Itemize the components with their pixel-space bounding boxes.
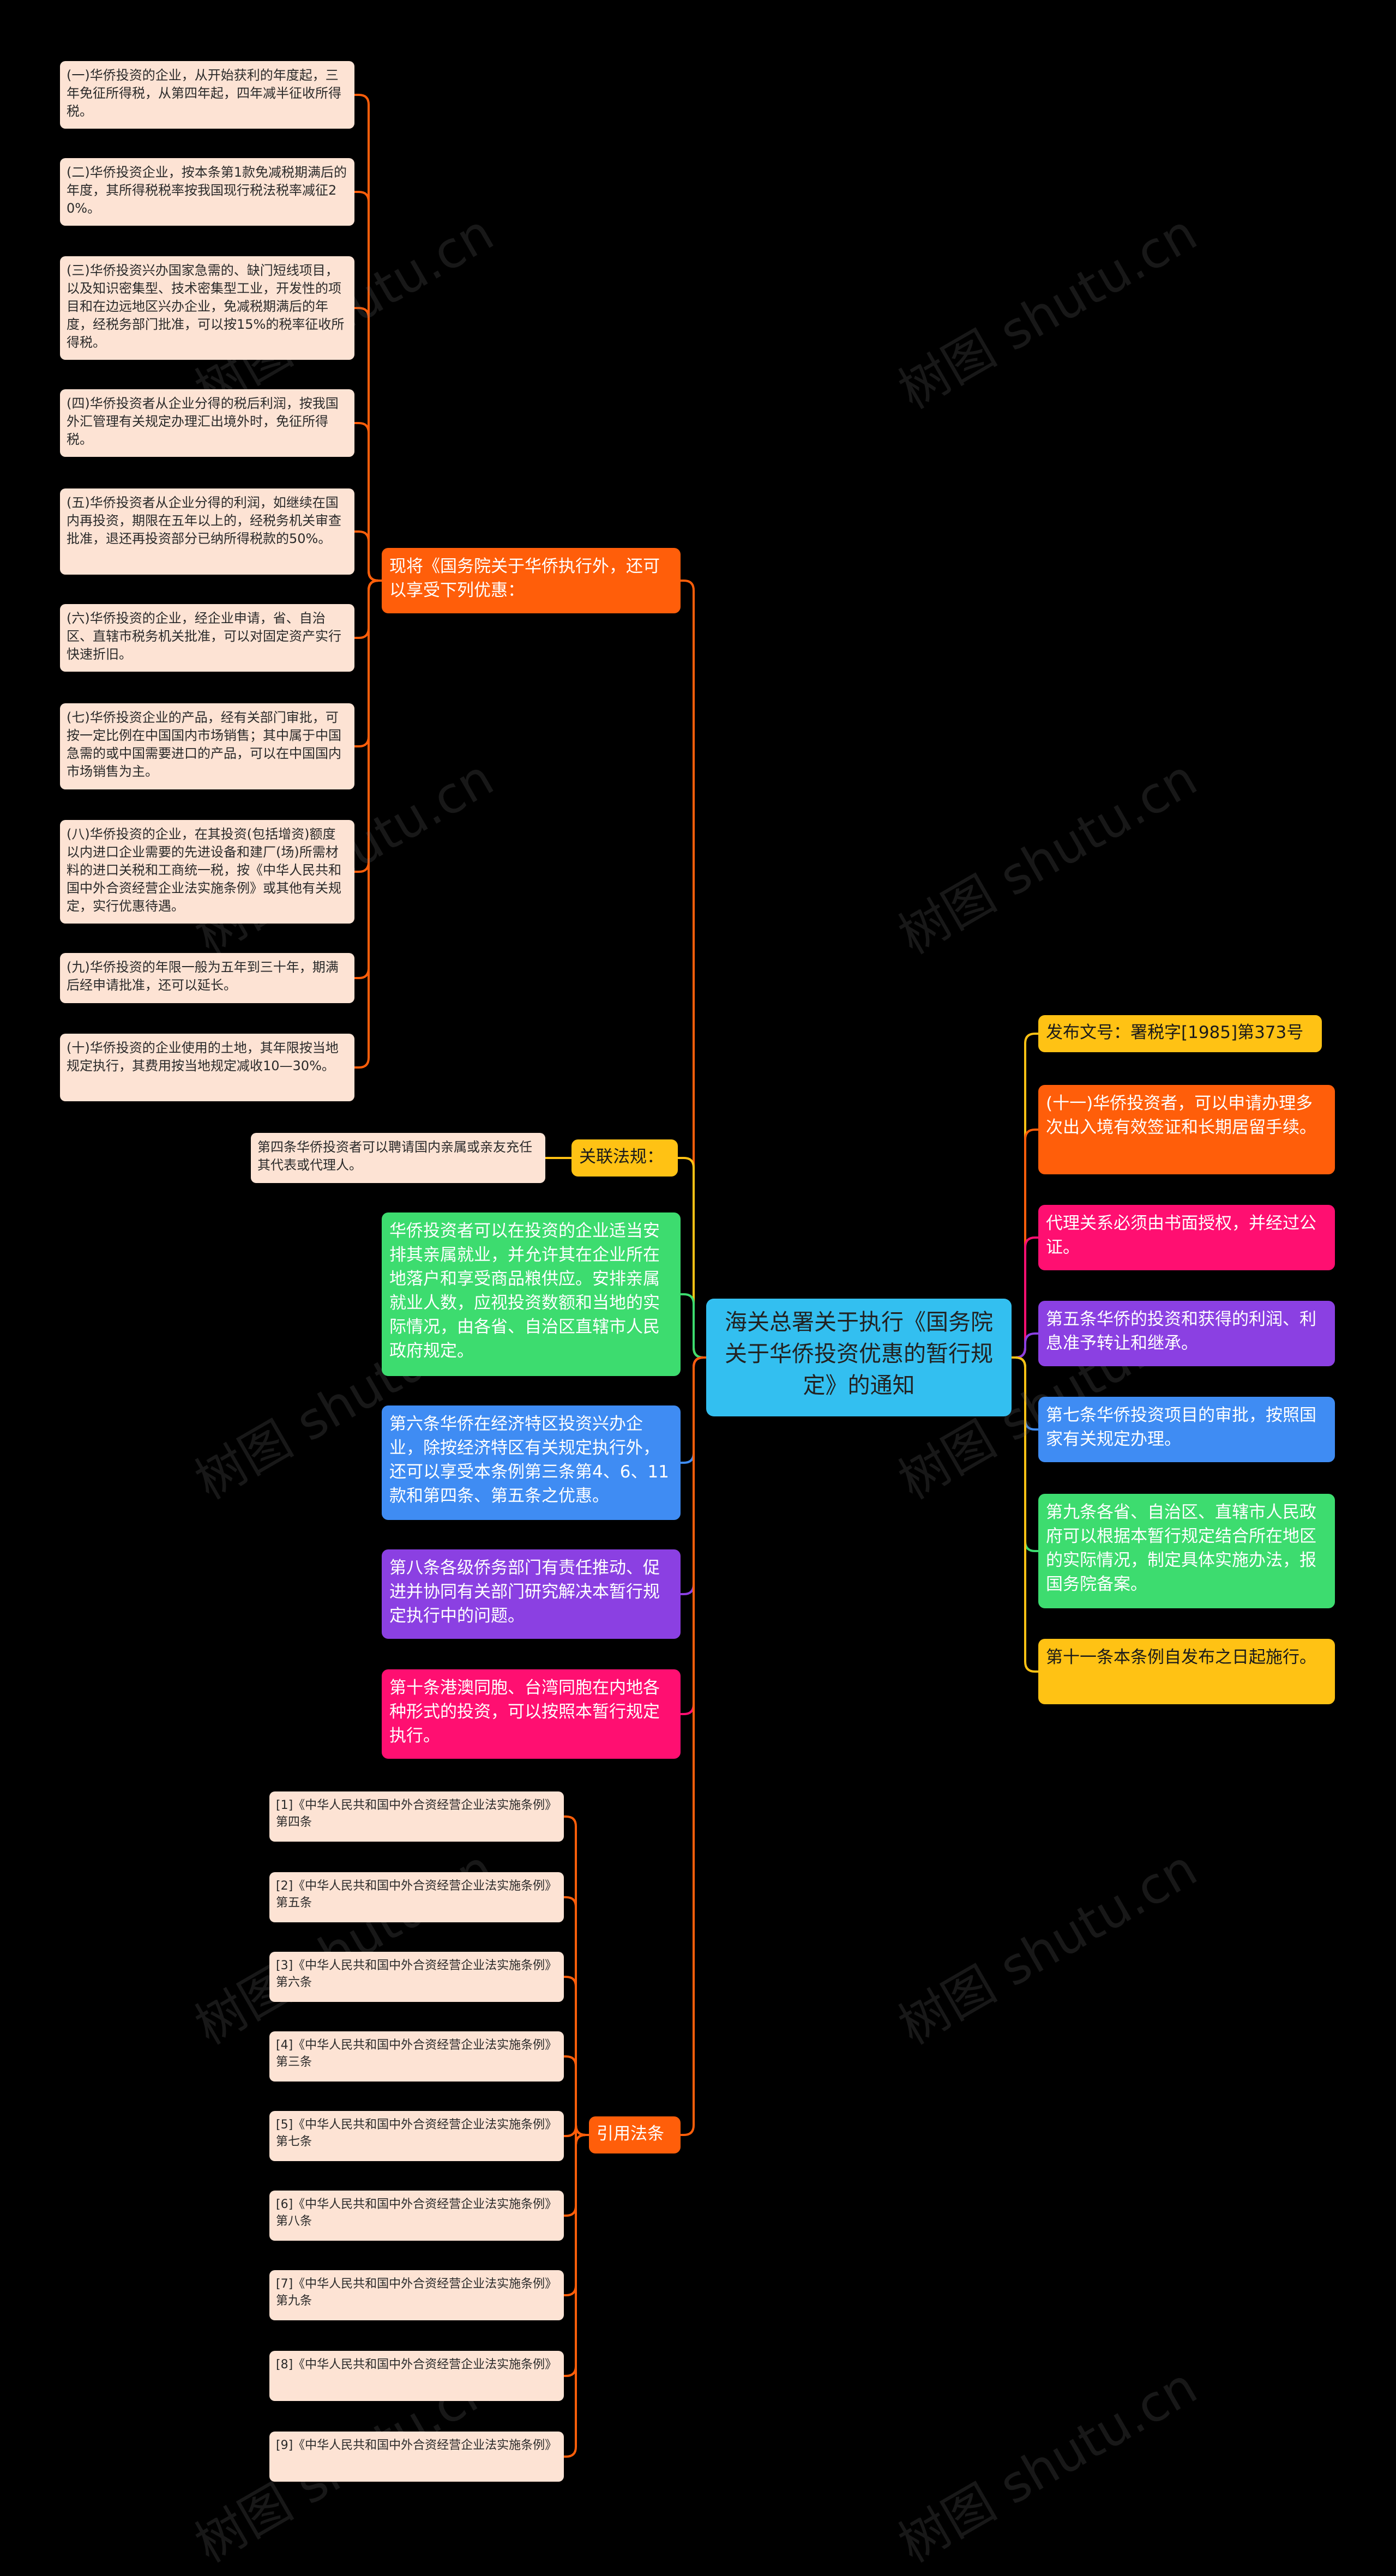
citation-item[interactable]: [8]《中华人民共和国中外合资经营企业法实施条例》 (269, 2351, 564, 2401)
branch-article-8[interactable]: 第八条各级侨务部门有责任推动、促进并协同有关部门研究解决本暂行规定执行中的问题。 (382, 1549, 681, 1639)
citation-item[interactable]: [1]《中华人民共和国中外合资经营企业法实施条例》 第四条 (269, 1791, 564, 1842)
branch-related-regulations[interactable]: 关联法规： (571, 1139, 678, 1177)
connector-line (354, 580, 382, 1069)
branch-article-10[interactable]: 第十条港澳同胞、台湾同胞在内地各种形式的投资，可以按照本暂行规定执行。 (382, 1669, 681, 1759)
preferential-item: (九)华侨投资的年限一般为五年到三十年，期满后经申请批准，还可以延长。 (60, 953, 354, 1003)
preferential-item: (十)华侨投资的企业使用的土地，其年限按当地规定执行，其费用按当地规定减收10—… (60, 1034, 354, 1101)
branch-article-11-effective[interactable]: 第十一条本条例自发布之日起施行。 (1038, 1639, 1335, 1704)
connector-line (564, 2134, 589, 2458)
connector-line (681, 1356, 706, 2136)
connector-line (678, 1157, 706, 1359)
branch-article-9[interactable]: 第九条各省、自治区、直辖市人民政府可以根据本暂行规定结合所在地区的实际情况，制定… (1038, 1494, 1335, 1608)
branch-cited-articles[interactable]: 引用法条 (589, 2116, 681, 2153)
citation-item[interactable]: [5]《中华人民共和国中外合资经营企业法实施条例》 第七条 (269, 2111, 564, 2161)
preferential-item: (七)华侨投资企业的产品，经有关部门审批，可按一定比例在中国国内市场销售；其中属… (60, 703, 354, 789)
citation-item[interactable]: [3]《中华人民共和国中外合资经营企业法实施条例》 第六条 (269, 1952, 564, 2002)
citation-item[interactable]: [4]《中华人民共和国中外合资经营企业法实施条例》 第三条 (269, 2031, 564, 2082)
branch-article-5[interactable]: 第五条华侨的投资和获得的利润、利息准予转让和继承。 (1038, 1301, 1335, 1366)
branch-agency-authorization[interactable]: 代理关系必须由书面授权，并经过公证。 (1038, 1205, 1335, 1270)
preferential-item: (八)华侨投资的企业，在其投资(包括增资)额度以内进口企业需要的先进设备和建厂(… (60, 820, 354, 924)
citation-item[interactable]: [6]《中华人民共和国中外合资经营企业法实施条例》 第八条 (269, 2191, 564, 2241)
connector-line (1012, 1356, 1038, 1673)
preferential-item: (三)华侨投资兴办国家急需的、缺门短线项目，以及知识密集型、技术密集型工业，开发… (60, 256, 354, 360)
preferential-item: (二)华侨投资企业，按本条第1款免减税期满后的年度，其所得税税率按我国现行税法税… (60, 158, 354, 226)
connector-line (681, 1293, 706, 1359)
connector-line (564, 2055, 589, 2136)
related-item: 第四条华侨投资者可以聘请国内亲属或亲友充任其代表或代理人。 (251, 1133, 545, 1183)
citation-item[interactable]: [2]《中华人民共和国中外合资经营企业法实施条例》 第五条 (269, 1872, 564, 1922)
citation-item[interactable]: [9]《中华人民共和国中外合资经营企业法实施条例》 (269, 2432, 564, 2482)
center-topic[interactable]: 海关总署关于执行《国务院关于华侨投资优惠的暂行规定》的通知 (706, 1299, 1012, 1416)
preferential-item: (一)华侨投资的企业，从开始获利的年度起，三年免征所得税，从第四年起，四年减半征… (60, 61, 354, 129)
branch-preferential[interactable]: 现将《国务院关于华侨执行外，还可以享受下列优惠： (382, 548, 681, 613)
preferential-item: (四)华侨投资者从企业分得的税后利润，按我国外汇管理有关规定办理汇出境外时，免征… (60, 389, 354, 457)
preferential-item: (六)华侨投资的企业，经企业申请，省、自治区、直辖市税务机关批准，可以对固定资产… (60, 604, 354, 672)
branch-article-11-visa[interactable]: (十一)华侨投资者，可以申请办理多次出入境有效签证和长期居留手续。 (1038, 1085, 1335, 1174)
preferential-item: (五)华侨投资者从企业分得的利润，如继续在国内再投资，期限在五年以上的，经税务机… (60, 488, 354, 575)
connector-line (354, 530, 382, 582)
branch-article-7[interactable]: 第七条华侨投资项目的审批，按照国家有关规定办理。 (1038, 1397, 1335, 1462)
branch-relatives-employment[interactable]: 华侨投资者可以在投资的企业适当安排其亲属就业，并允许其在企业所在地落户和享受商品… (382, 1212, 681, 1376)
branch-document-number[interactable]: 发布文号：署税字[1985]第373号 (1038, 1015, 1322, 1052)
branch-article-6[interactable]: 第六条华侨在经济特区投资兴办企业，除按经济特区有关规定执行外，还可以享受本条例第… (382, 1405, 681, 1520)
citation-item[interactable]: [7]《中华人民共和国中外合资经营企业法实施条例》 第九条 (269, 2270, 564, 2320)
